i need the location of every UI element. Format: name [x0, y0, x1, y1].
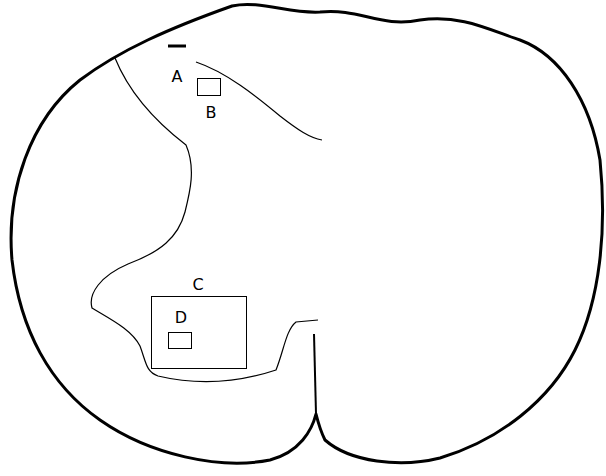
panel-letter: B — [206, 105, 217, 121]
panel-letter: D — [175, 310, 187, 326]
region-box: B — [197, 78, 221, 96]
ventral-fissure — [314, 334, 316, 414]
cord-outline — [11, 4, 602, 463]
region-box: D — [168, 332, 192, 349]
scale-bar — [168, 45, 186, 48]
panel-letter: C — [192, 277, 203, 293]
region-box: CD — [151, 296, 247, 369]
gray-matter-boundary — [91, 58, 318, 382]
dorsal-horn-boundary — [196, 62, 322, 140]
panel-letter: A — [172, 69, 183, 85]
